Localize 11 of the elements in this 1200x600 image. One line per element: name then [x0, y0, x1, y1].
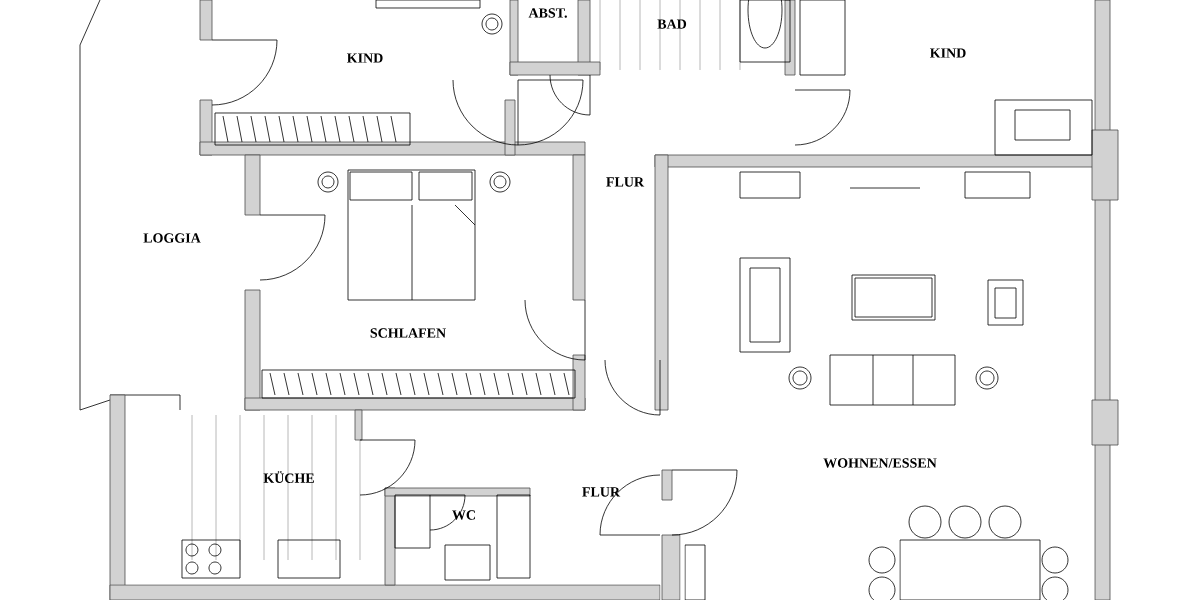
room-label: FLUR [582, 487, 621, 497]
room-label: KIND [930, 48, 966, 58]
room-label: WC [452, 510, 475, 520]
room-label: KIND [347, 53, 383, 63]
room-label: BAD [657, 19, 687, 29]
room-label: LOGGIA [143, 233, 201, 243]
room-label: ABST. [528, 8, 567, 18]
room-label: WOHNEN/ESSEN [823, 458, 937, 468]
room-label: KÜCHE [263, 471, 314, 483]
room-label: SCHLAFEN [370, 328, 446, 338]
room-label: FLUR [606, 177, 645, 187]
